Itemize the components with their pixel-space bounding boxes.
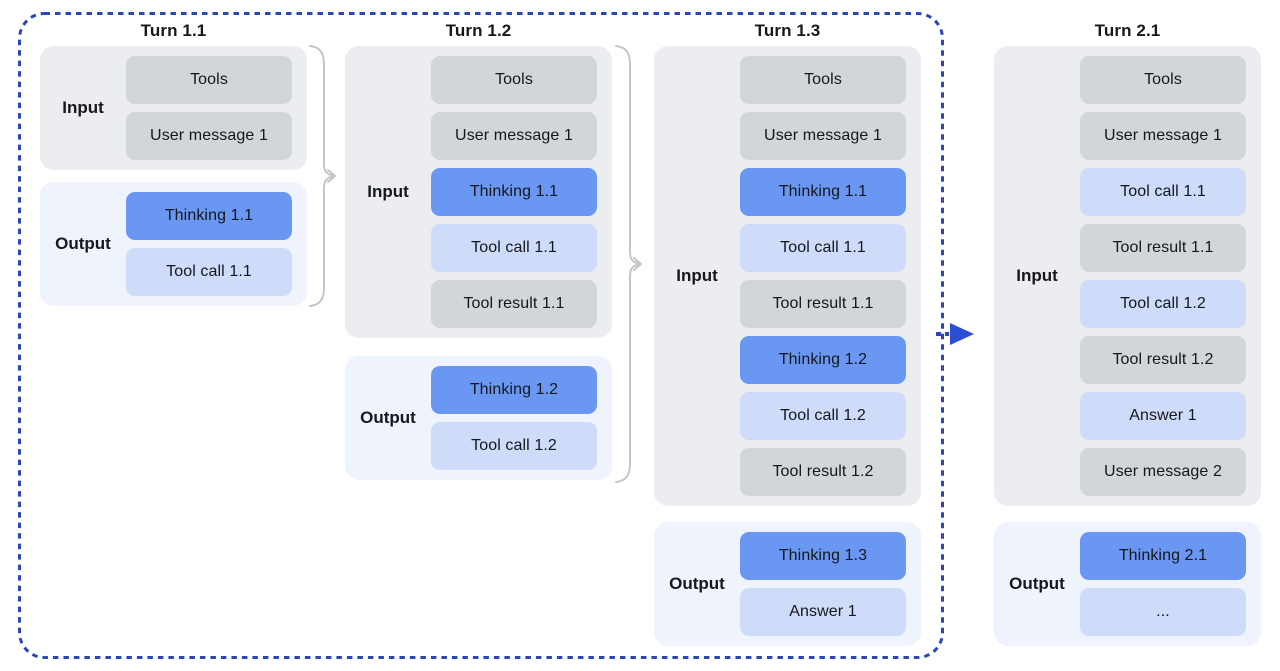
turn-title: Turn 1.3 — [754, 21, 821, 40]
block-tools: Tools — [431, 56, 597, 104]
block-tool-result-1-1: Tool result 1.1 — [740, 280, 906, 328]
block-tool-call-1-1: Tool call 1.1 — [1080, 168, 1246, 216]
block-thinking-1-3: Thinking 1.3 — [740, 532, 906, 580]
turn-title: Turn 1.2 — [445, 21, 512, 40]
input-label: Input — [676, 266, 718, 285]
block-user-message-1: User message 1 — [740, 112, 906, 160]
block-answer-1: Answer 1 — [1080, 392, 1246, 440]
brace-arrow-turn-1-1-to-1-2 — [309, 45, 336, 307]
block-tool-result-1-1: Tool result 1.1 — [1080, 224, 1246, 272]
block-tools: Tools — [126, 56, 292, 104]
block-tools: Tools — [1080, 56, 1246, 104]
block-tools: Tools — [740, 56, 906, 104]
block-thinking-1-1: Thinking 1.1 — [740, 168, 906, 216]
context-handoff-arrow — [936, 323, 974, 345]
block-thinking-1-1: Thinking 1.1 — [126, 192, 292, 240]
output-panel: Output Thinking 2.1... — [994, 522, 1261, 646]
input-label: Input — [367, 182, 409, 201]
block-answer-1: Answer 1 — [740, 588, 906, 636]
output-label: Output — [669, 574, 725, 593]
block-thinking-1-2: Thinking 1.2 — [431, 366, 597, 414]
output-blocks: Thinking 2.1... — [1080, 532, 1246, 636]
turn-title: Turn 1.1 — [140, 21, 207, 40]
output-label: Output — [360, 408, 416, 427]
block-thinking-1-2: Thinking 1.2 — [740, 336, 906, 384]
block-tool-call-1-2: Tool call 1.2 — [1080, 280, 1246, 328]
input-label: Input — [1016, 266, 1058, 285]
block-tool-call-1-2: Tool call 1.2 — [431, 422, 597, 470]
turn-title: Turn 2.1 — [1094, 21, 1161, 40]
block-tool-call-1-1: Tool call 1.1 — [431, 224, 597, 272]
block-tool-call-1-1: Tool call 1.1 — [126, 248, 292, 296]
block-tool-call-1-2: Tool call 1.2 — [740, 392, 906, 440]
block-user-message-1: User message 1 — [431, 112, 597, 160]
output-label: Output — [1009, 574, 1065, 593]
block-user-message-1: User message 1 — [126, 112, 292, 160]
block-user-message-1: User message 1 — [1080, 112, 1246, 160]
block-ellipsis: ... — [1080, 588, 1246, 636]
context-window-border — [18, 12, 944, 659]
block-tool-result-1-1: Tool result 1.1 — [431, 280, 597, 328]
block-user-message-2: User message 2 — [1080, 448, 1246, 496]
brace-arrow-turn-1-2-to-1-3 — [615, 45, 642, 483]
block-tool-result-1-2: Tool result 1.2 — [740, 448, 906, 496]
block-tool-call-1-1: Tool call 1.1 — [740, 224, 906, 272]
input-label: Input — [62, 98, 104, 117]
block-tool-result-1-2: Tool result 1.2 — [1080, 336, 1246, 384]
output-label: Output — [55, 234, 111, 253]
block-thinking-2-1: Thinking 2.1 — [1080, 532, 1246, 580]
block-thinking-1-1: Thinking 1.1 — [431, 168, 597, 216]
